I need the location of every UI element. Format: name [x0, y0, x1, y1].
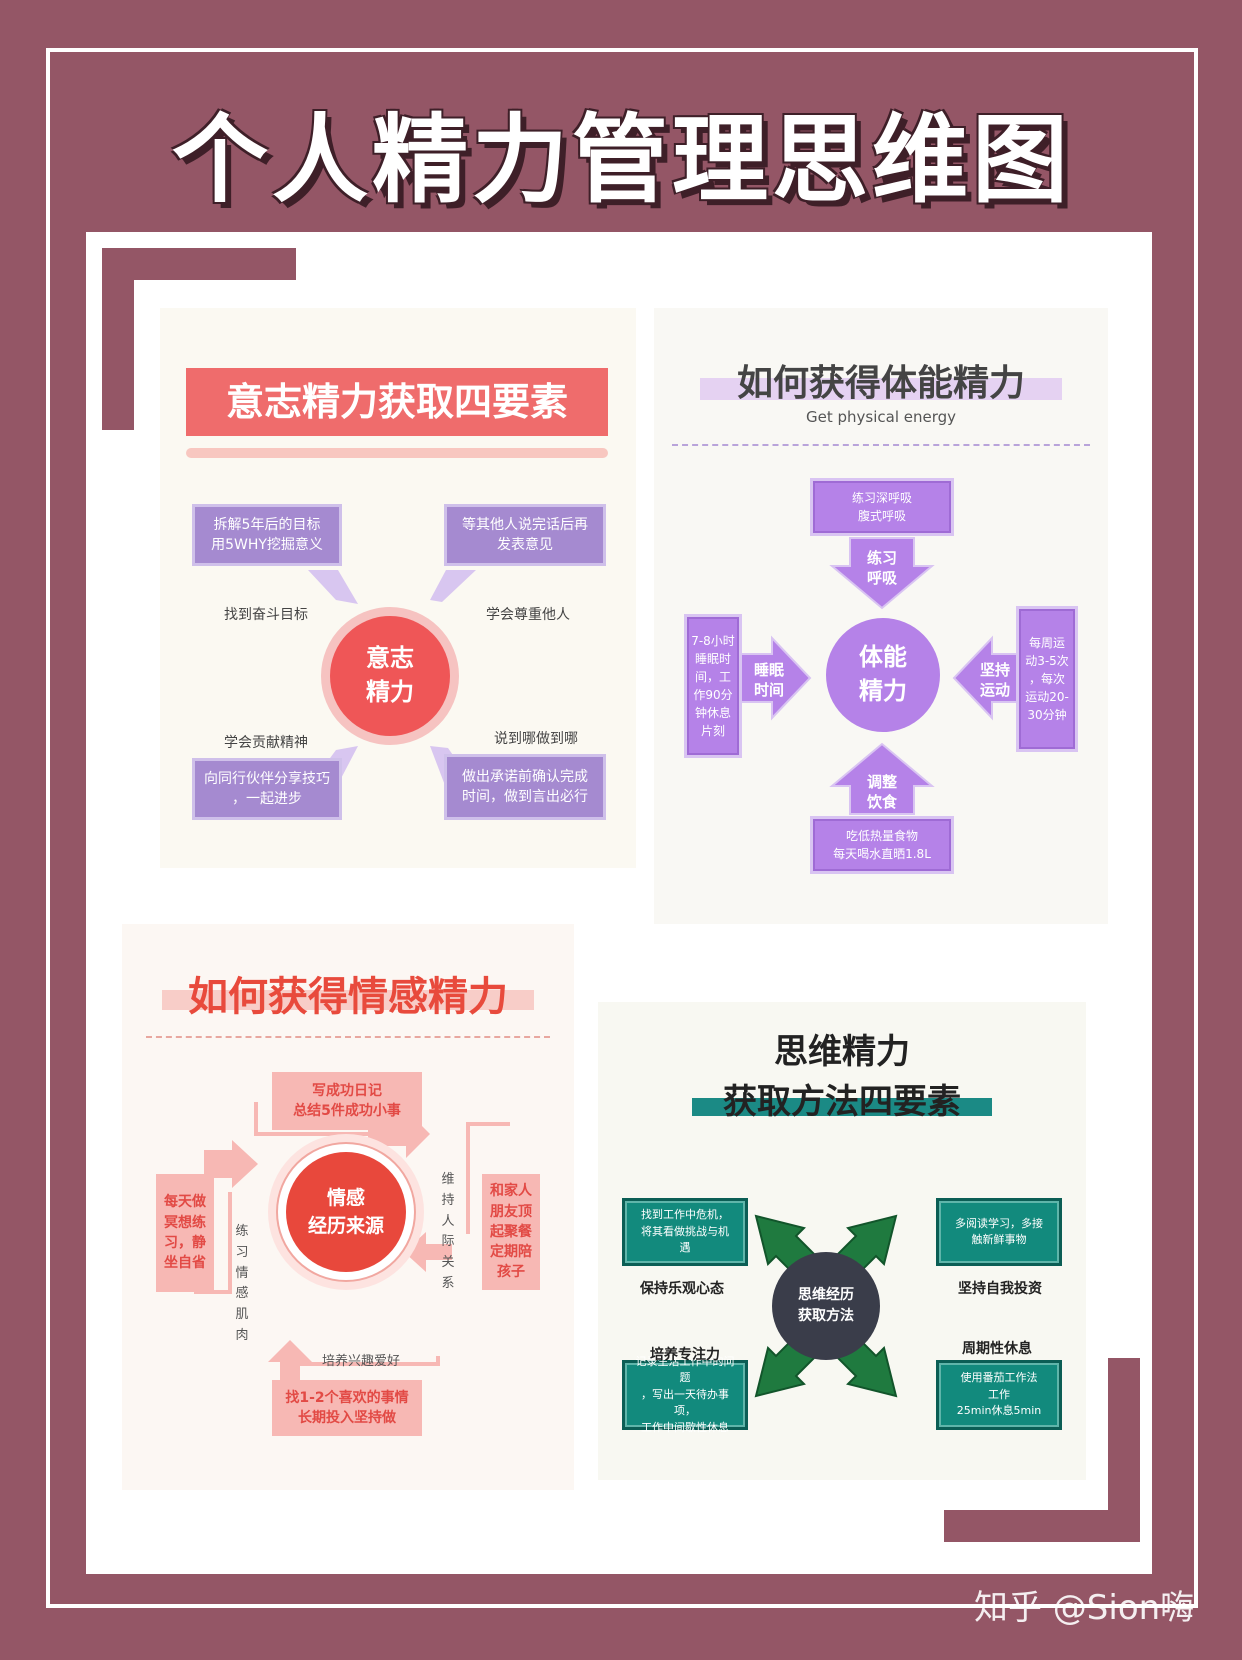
panel4-title-bar [692, 1098, 992, 1116]
corner-bracket-top-left [102, 248, 296, 280]
panel1-label-respect: 学会尊重他人 [486, 607, 570, 623]
panel2-box-right: 每周运 动3-5次 ，每次 运动20- 30分钟 [1016, 606, 1078, 752]
panel1-label-promise: 说到哪做到哪 [494, 731, 578, 747]
connector-bottom [282, 1356, 440, 1366]
panel1-title: 意志精力获取四要素 [186, 368, 608, 436]
arrow-left [204, 1140, 258, 1188]
panel2-arrows [737, 537, 1027, 815]
panel-thinking-energy: 思维精力 获取方法四要素 找到工作中危机， 将其看做挑战与机 遇 多阅读学习，多… [598, 1002, 1086, 1480]
panel1-box-bottom-left: 向同行伙伴分享技巧 ，一起进步 [192, 758, 342, 820]
panel4-label-self-invest: 坚持自我投资 [958, 1281, 1042, 1297]
panel3-title-highlight [162, 990, 534, 1010]
panel2-arrow-label-bottom: 调整 饮食 [866, 773, 897, 812]
panel2-arrow-label-top: 练习 呼吸 [866, 549, 897, 588]
panel3-box-left: 每天做 冥想练 习，静 坐自省 [156, 1174, 214, 1292]
panel2-subtitle: Get physical energy [805, 408, 957, 426]
panel2-title-highlight [700, 378, 1062, 400]
arrow-bottom [268, 1340, 312, 1394]
panel-emotional-energy: 如何获得情感精力 写成功日记 总结5件成功小事 每天做 冥想练 习，静 坐自省 … [122, 924, 574, 1490]
panel2-divider [672, 444, 1090, 446]
panel1-box-top-right: 等其他人说完话后再 发表意见 [444, 504, 606, 566]
panel3-center: 情感 经历来源 [286, 1152, 406, 1272]
panel1-box-top-left: 拆解5年后的目标 用5WHY挖掘意义 [192, 504, 342, 566]
corner-bracket-bottom-right [944, 1510, 1140, 1542]
panel1-center: 意志 精力 [330, 616, 450, 736]
panel4-box-bottom-left: 记录生活工作中的问题 ，写出一天待办事项， 工作中间歇性休息 [622, 1355, 748, 1434]
panel3-box-bottom: 找1-2个喜欢的事情 长期投入坚持做 [272, 1380, 422, 1436]
arrow-down [829, 537, 935, 610]
connector-left [194, 1192, 232, 1294]
arrow-top-right [430, 570, 476, 602]
panel4-title-line1: 思维精力 [774, 1032, 910, 1072]
corner-bracket-bottom-right-vertical [1108, 1358, 1140, 1542]
outer-frame [46, 48, 1198, 1608]
panel4-title-line2: 获取方法四要素 [723, 1082, 961, 1122]
panel4-center: 思维经历 获取方法 [772, 1252, 880, 1360]
arrow-top-left [308, 570, 358, 604]
panel4-box-top-right: 多阅读学习，多接 触新鲜事物 [936, 1198, 1062, 1266]
panel3-box-top: 写成功日记 总结5件成功小事 [272, 1072, 422, 1130]
panel3-divider [146, 1036, 550, 1038]
panel3-label-right: 维 持 人 际 关 系 [441, 1172, 455, 1291]
panel2-box-top: 练习深呼吸 腹式呼吸 [810, 478, 954, 536]
panel4-label-optimism: 保持乐观心态 [640, 1281, 724, 1297]
panel4-box-bottom-right: 使用番茄工作法 工作 25min休息5min [936, 1360, 1062, 1430]
panel-will-energy: 意志精力获取四要素 拆解5年后的目标 用5WHY挖掘意义 等其他人说完话后再 发… [160, 308, 636, 868]
panel4-label-focus: 培养专注力 [650, 1347, 720, 1363]
panel3-title: 如何获得情感精力 [188, 974, 508, 1020]
panel3-label-left: 练 习 情 感 肌 肉 [235, 1224, 249, 1343]
panel-physical-energy: 如何获得体能精力 Get physical energy 练习深呼吸 腹式呼吸 … [654, 308, 1108, 924]
arrow-right [737, 635, 812, 721]
panel1-box-bottom-right: 做出承诺前确认完成 时间，做到言出必行 [444, 754, 606, 820]
corner-bracket-top-left-vertical [102, 248, 134, 430]
watermark: 知乎 @Sion嗨 [974, 1588, 1195, 1628]
panel2-arrow-label-right: 坚持 运动 [979, 661, 1010, 700]
panel1-label-goal: 找到奋斗目标 [224, 607, 308, 623]
panel4-label-rest: 周期性休息 [962, 1341, 1032, 1357]
panel3-label-bottom: 培养兴趣爱好 [321, 1354, 400, 1369]
arrow-up [829, 742, 935, 815]
panel2-box-left: 7-8小时 睡眠时 间，工 作90分 钟休息 片刻 [684, 614, 742, 758]
arrow-right [404, 1232, 452, 1272]
panel2-box-bottom: 吃低热量食物 每天喝水直晒1.8L [810, 816, 954, 874]
panel2-center: 体能 精力 [826, 618, 940, 732]
panel1-underline [186, 448, 608, 458]
panel1-label-contribute: 学会贡献精神 [224, 735, 308, 751]
panel2-arrow-label-left: 睡眠 时间 [753, 661, 784, 700]
panel4-box-top-left: 找到工作中危机， 将其看做挑战与机 遇 [622, 1198, 748, 1266]
connector-right [466, 1122, 510, 1234]
page-title: 个人精力管理思维图 [172, 104, 1072, 216]
connector-top [254, 1102, 400, 1136]
panel3-box-right: 和家人 朋友顶 起聚餐 定期陪 孩子 [482, 1174, 540, 1290]
